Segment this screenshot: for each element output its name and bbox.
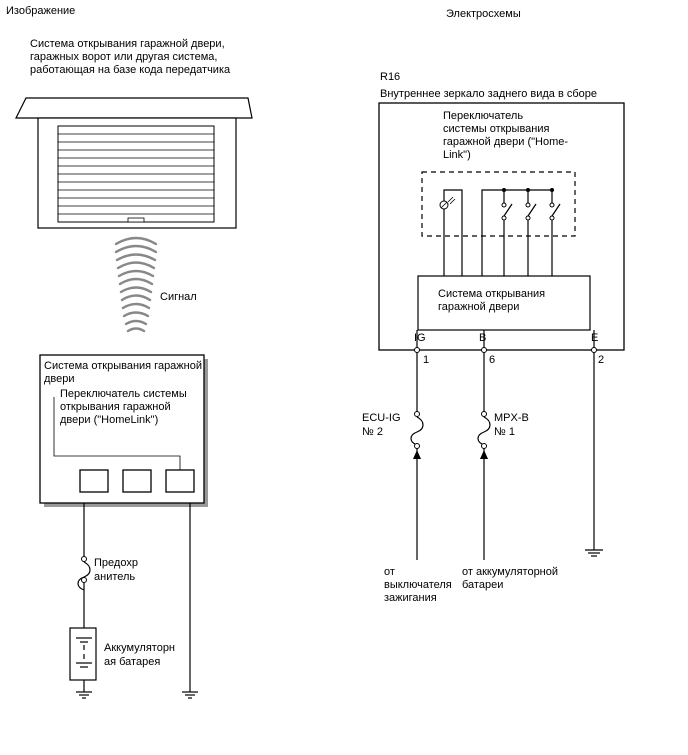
- terminal-name-e: E: [591, 332, 598, 344]
- garage-opener-unit-box: [417, 275, 591, 331]
- pin-number-2: 2: [598, 354, 604, 366]
- rp-switch-label-line-4: Link"): [443, 149, 471, 161]
- ground-icon: [182, 691, 198, 699]
- arrow-up-icon: [480, 450, 488, 459]
- source-ig-line-1: от: [384, 566, 395, 578]
- pin-dot-b: [481, 347, 487, 353]
- pin-number-1: 1: [423, 354, 429, 366]
- signal-waves-icon: [114, 236, 158, 333]
- fuse-mpx-b-label-line-2: № 1: [494, 426, 515, 438]
- description-line-2: гаражных ворот или другая система,: [30, 51, 217, 63]
- right-section-title: Электросхемы: [446, 8, 521, 20]
- source-b-line-1: от аккумуляторной: [462, 566, 558, 578]
- pin-dot-ig: [414, 347, 420, 353]
- switch-label-line-2: открывания гаражной: [60, 401, 171, 413]
- terminal-name-b: B: [479, 332, 486, 344]
- homelink-button-1: [79, 469, 109, 493]
- rp-module-label-line-2: гаражной двери: [438, 301, 519, 313]
- component-name: Внутреннее зеркало заднего вида в сборе: [380, 88, 597, 100]
- fuse-label-line-1: Предохр: [94, 557, 138, 569]
- fuse-ecu-ig-icon: [410, 411, 424, 449]
- connector-code: R16: [380, 71, 400, 83]
- left-section-title: Изображение: [6, 5, 75, 17]
- fuse-icon: [77, 556, 91, 591]
- description-line-3: работающая на базе кода передатчика: [30, 64, 231, 76]
- switch-label-line-1: Переключатель системы: [60, 388, 187, 400]
- description-line-1: Система открывания гаражной двери,: [30, 38, 225, 50]
- ground-icon: [76, 691, 92, 699]
- arrow-up-icon: [413, 450, 421, 459]
- fuse-mpx-b-label-line-1: MPX-B: [494, 412, 529, 424]
- homelink-button-2: [122, 469, 152, 493]
- source-ig-line-3: зажигания: [384, 592, 437, 604]
- indicator-led-icon: [439, 189, 463, 276]
- homelink-switch-boundary: [421, 171, 576, 237]
- switch-leader-line: [53, 397, 181, 470]
- fuse-ecu-ig-label-line-1: ECU-IG: [362, 412, 401, 424]
- rp-switch-label-line-2: системы открывания: [443, 123, 550, 135]
- battery-icon: [69, 627, 97, 681]
- homelink-button-3: [165, 469, 195, 493]
- module-title-line-2: двери: [44, 373, 75, 385]
- rp-module-label-line-1: Система открывания: [438, 288, 545, 300]
- rp-switch-label-line-3: гаражной двери ("Home-: [443, 136, 568, 148]
- module-title-line-1: Система открывания гаражной: [44, 360, 202, 372]
- battery-label-line-1: Аккумуляторн: [104, 642, 175, 654]
- ground-icon: [585, 549, 603, 557]
- source-ig-line-2: выключателя: [384, 579, 452, 591]
- garage-illustration: [15, 97, 253, 229]
- homelink-switches-icon: [481, 188, 561, 276]
- switch-label-line-3: двери ("HomeLink"): [60, 414, 158, 426]
- signal-label: Сигнал: [160, 291, 197, 303]
- source-b-line-2: батареи: [462, 579, 503, 591]
- rp-switch-label-line-1: Переключатель: [443, 110, 523, 122]
- battery-label-line-2: ая батарея: [104, 656, 160, 668]
- fuse-mpx-b-icon: [477, 411, 491, 449]
- fuse-ecu-ig-label-line-2: № 2: [362, 426, 383, 438]
- pin-dot-e: [591, 347, 597, 353]
- pin-number-6: 6: [489, 354, 495, 366]
- terminal-name-ig: IG: [414, 332, 426, 344]
- fuse-label-line-2: анитель: [94, 571, 135, 583]
